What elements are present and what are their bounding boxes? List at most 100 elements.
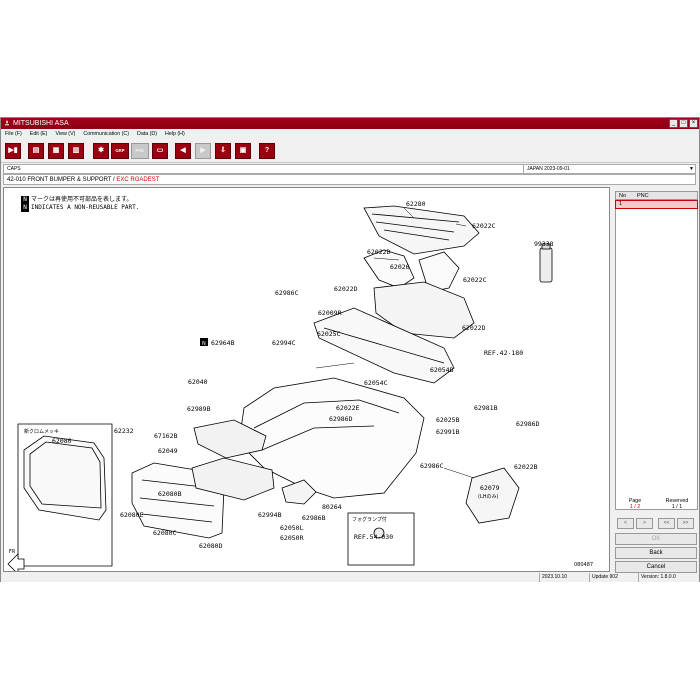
group-path-text: 42-010 FRONT BUMPER & SUPPORT / [7, 177, 117, 183]
parts-icon[interactable]: ▣ [235, 143, 251, 159]
group-path-subtitle: EXC RGADEST [116, 177, 160, 183]
pnc-panel: No PNC 1 Page 1 / 2 Reserved 1 / 1 < > <… [615, 191, 698, 573]
chrome-label: 新クロムメッキ [24, 428, 59, 435]
last-reserved-button[interactable]: >> [677, 518, 694, 529]
exit-icon[interactable]: ▶▮ [5, 143, 21, 159]
menu-bar: File (F) Edit (E) View (V) Communication… [1, 129, 699, 139]
group-path: 42-010 FRONT BUMPER & SUPPORT / EXC RGAD… [3, 174, 696, 185]
part-label[interactable]: 62079 [480, 484, 500, 492]
part-label[interactable]: 62025B [436, 416, 460, 424]
settings-icon[interactable]: ✱ [93, 143, 109, 159]
toolbar: ▶▮ ▤ ▦ ▥ ✱ GRP PNC ▭ ◀ ▶ ⇩ ▣ ? [1, 139, 699, 163]
part-label[interactable]: 62022C [463, 276, 487, 284]
close-button[interactable]: × [689, 119, 698, 128]
diagram-id: 080487 [574, 562, 593, 568]
next-page-button[interactable]: > [636, 518, 653, 529]
part-label[interactable]: 62989B [187, 405, 211, 413]
part-label[interactable]: 62994B [258, 511, 282, 519]
app-window: MITSUBISHI ASA _ □ × File (F) Edit (E) V… [0, 117, 700, 582]
menu-data[interactable]: Data (D) [137, 131, 158, 137]
n-mark-icon: N [21, 204, 29, 212]
menu-help[interactable]: Help (H) [165, 131, 185, 137]
part-label[interactable]: 62025C [317, 330, 341, 338]
status-update: Update 902 [589, 573, 637, 582]
part-label[interactable]: 62280 [406, 200, 426, 208]
print-preview-icon[interactable]: ▦ [48, 143, 64, 159]
part-label[interactable]: 62080C [153, 529, 177, 537]
part-label[interactable]: 62986C [420, 462, 444, 470]
non-reusable-mark-text: N [202, 341, 206, 347]
exploded-view-drawing: 62280 62022C 62022D 62026 62022C 62022D … [7, 200, 593, 571]
part-label[interactable]: 62022D [462, 324, 486, 332]
ok-button[interactable]: OK [615, 533, 697, 545]
pnc-table-body[interactable] [615, 200, 698, 510]
list-view-icon[interactable]: ▭ [152, 143, 168, 159]
menu-view[interactable]: View (V) [55, 131, 76, 137]
part-label[interactable]: 62994C [272, 339, 296, 347]
part-label[interactable]: 62054C [364, 379, 388, 387]
forward-arrow-icon[interactable]: ▶ [195, 143, 211, 159]
part-label[interactable]: 62022D [334, 285, 358, 293]
part-label[interactable]: 62040 [188, 378, 208, 386]
part-label[interactable]: 99338 [534, 240, 554, 248]
part-label[interactable]: 62054B [430, 366, 454, 374]
part-label[interactable]: 62964B [211, 339, 235, 347]
part-label[interactable]: 62026 [390, 263, 410, 271]
help-button[interactable]: ? [259, 143, 275, 159]
minimize-button[interactable]: _ [669, 119, 678, 128]
status-version: Version: 1.8.0.0 [638, 573, 698, 582]
first-reserved-button[interactable]: << [658, 518, 675, 529]
back-button[interactable]: Back [615, 547, 697, 559]
part-label[interactable]: 62232 [114, 427, 134, 435]
grp-button[interactable]: GRP [111, 143, 129, 159]
part-label[interactable]: 62022D [367, 248, 391, 256]
part-label[interactable]: REF.42-180 [484, 349, 523, 357]
part-label[interactable]: 62050L [280, 524, 304, 532]
part-label[interactable]: 62009R [318, 309, 342, 317]
maximize-button[interactable]: □ [679, 119, 688, 128]
pnc-row-selected[interactable]: 1 [615, 200, 698, 209]
part-label[interactable]: 62986B [302, 514, 326, 522]
part-label[interactable]: REF.54-030 [354, 533, 393, 541]
mitsubishi-logo-icon [5, 120, 9, 126]
part-label[interactable]: 62080E [120, 511, 144, 519]
part-label[interactable]: 62981B [474, 404, 498, 412]
part-label: FR [9, 549, 16, 555]
part-label[interactable]: 62080B [158, 490, 182, 498]
menu-edit[interactable]: Edit (E) [29, 131, 48, 137]
part-label[interactable]: (LHのみ) [478, 494, 498, 500]
region-date-value: JAPAN 2023-09-01 [527, 166, 570, 172]
status-bar: 2023.10.10 Update 902 Version: 1.8.0.0 [1, 573, 699, 582]
part-label[interactable]: 62986D [516, 420, 540, 428]
prev-page-button[interactable]: < [617, 518, 634, 529]
fog-lamp-label: フォグランプ付 [352, 516, 387, 523]
chevron-down-icon: ▼ [689, 166, 694, 172]
pnc-table-header: No PNC [615, 191, 698, 200]
menu-file[interactable]: File (F) [5, 131, 22, 137]
part-label[interactable]: 62022B [514, 463, 538, 471]
part-label[interactable]: 62022C [472, 222, 496, 230]
part-label[interactable]: 62022E [336, 404, 360, 412]
print-icon[interactable]: ▤ [28, 143, 44, 159]
cancel-button[interactable]: Cancel [615, 561, 697, 573]
part-label[interactable]: 62986D [329, 415, 353, 423]
part-label[interactable]: 62080 [52, 437, 72, 445]
part-label[interactable]: 62049 [158, 447, 178, 455]
document-icon[interactable]: ▥ [68, 143, 84, 159]
part-label[interactable]: 80264 [322, 503, 342, 511]
reserved-indicator: Reserved 1 / 1 [665, 498, 689, 510]
part-label[interactable]: 62986C [275, 289, 299, 297]
menu-communication[interactable]: Communication (C) [83, 131, 129, 137]
back-arrow-icon[interactable]: ◀ [175, 143, 191, 159]
n-mark-icon: N [21, 196, 29, 204]
part-label[interactable]: 62050R [280, 534, 304, 542]
region-date-select[interactable]: JAPAN 2023-09-01 ▼ [523, 165, 696, 173]
export-icon[interactable]: ⇩ [215, 143, 231, 159]
part-label[interactable]: 62080D [199, 542, 223, 550]
part-label[interactable]: 67162B [154, 432, 178, 440]
part-label[interactable]: 62991B [436, 428, 460, 436]
pnc-button[interactable]: PNC [131, 143, 149, 159]
